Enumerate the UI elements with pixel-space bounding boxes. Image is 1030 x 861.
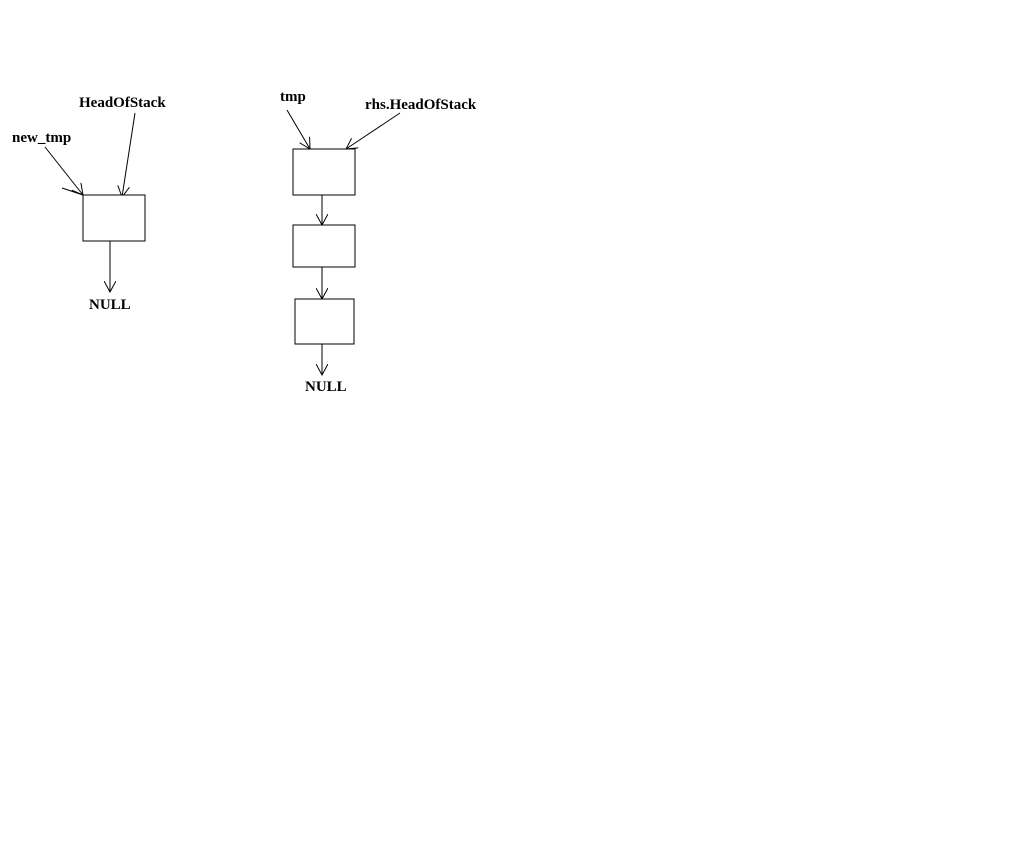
pointer-stray-line	[61, 187, 84, 196]
pointer-tmp	[286, 109, 310, 149]
stack-node-2	[292, 224, 356, 268]
label-rhs-head-of-stack: rhs.HeadOfStack	[365, 97, 477, 113]
label-tmp: tmp	[280, 89, 306, 105]
pointer-new-tmp	[44, 146, 83, 195]
pointer-rhs-head-of-stack	[346, 112, 401, 149]
pointer-head-of-stack	[122, 112, 136, 197]
label-head-of-stack: HeadOfStack	[79, 95, 166, 111]
null-label: NULL	[305, 379, 347, 395]
left-stack: new_tmp HeadOfStack NULL	[12, 95, 166, 313]
right-stack: tmp rhs.HeadOfStack NULL	[280, 89, 477, 395]
label-new-tmp: new_tmp	[12, 130, 71, 146]
stack-node-3	[294, 298, 355, 345]
stack-node	[82, 194, 146, 242]
null-label: NULL	[89, 297, 131, 313]
stack-node-1	[292, 148, 356, 196]
